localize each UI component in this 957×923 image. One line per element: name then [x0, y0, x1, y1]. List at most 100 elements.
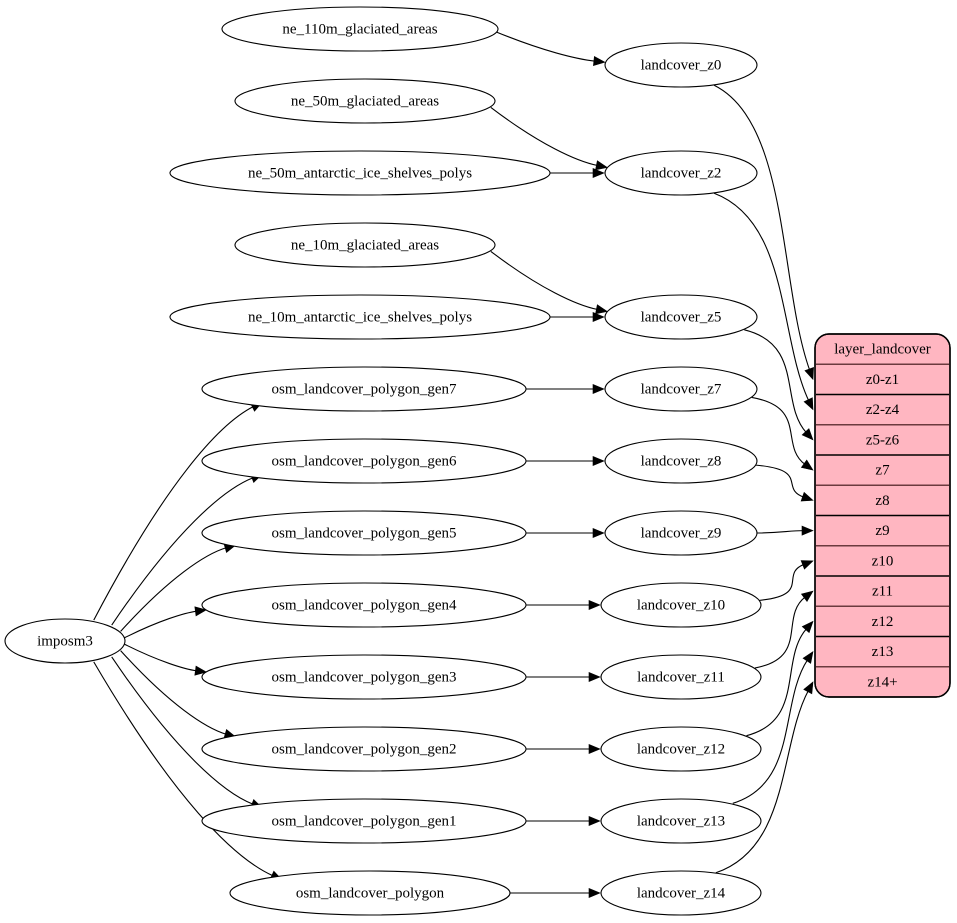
nodes-layer: imposm3 ne_110m_glaciated_areas ne_50m_gla… — [4, 6, 762, 916]
node-shape-ne_10m_glaciated_areas[interactable] — [234, 222, 496, 268]
node-shape-landcover_z12[interactable] — [600, 726, 762, 772]
table-row-z14plus[interactable]: z14+ — [815, 667, 950, 697]
arrowhead-landcover_z13 — [588, 815, 601, 827]
node-osm_landcover_polygon_gen6[interactable]: osm_landcover_polygon_gen6 — [201, 438, 527, 484]
node-shape-landcover_z8[interactable] — [604, 438, 758, 484]
table-row-z11[interactable]: z11 — [815, 576, 950, 606]
node-landcover_z5[interactable]: landcover_z5 — [604, 294, 758, 340]
table-row-hitarea[interactable] — [815, 546, 950, 576]
table-row-hitarea[interactable] — [815, 576, 950, 606]
table-row-z8[interactable]: z8 — [815, 485, 950, 515]
layer-landcover-table: layer_landcoverz0-z1z2-z4z5-z6z7z8z9z10z… — [814, 333, 951, 698]
node-shape-landcover_z14[interactable] — [600, 870, 762, 916]
node-shape-landcover_z11[interactable] — [600, 654, 762, 700]
node-landcover_z0[interactable]: landcover_z0 — [604, 42, 758, 88]
node-ne_10m_antarctic_ice_shelves_polys[interactable]: ne_10m_antarctic_ice_shelves_polys — [169, 294, 551, 340]
node-shape-osm_landcover_polygon_gen3[interactable] — [201, 654, 527, 700]
table-row-hitarea[interactable] — [815, 455, 950, 485]
table-row-hitarea[interactable] — [815, 637, 950, 667]
node-shape-osm_landcover_polygon_gen5[interactable] — [201, 510, 527, 556]
arrowhead-landcover_z2 — [595, 160, 608, 171]
node-imposm3[interactable]: imposm3 — [4, 618, 126, 664]
edge-imposm3-to-osm_landcover_polygon_gen4 — [124, 610, 197, 639]
node-shape-landcover_z5[interactable] — [604, 294, 758, 340]
node-shape-landcover_z9[interactable] — [604, 510, 758, 556]
table-row-z7[interactable]: z7 — [815, 455, 950, 485]
arrowhead-layer_landcover-z14- — [803, 681, 814, 695]
node-shape-osm_landcover_polygon[interactable] — [229, 870, 511, 916]
node-shape-osm_landcover_polygon_gen2[interactable] — [201, 726, 527, 772]
table-row-hitarea[interactable] — [815, 606, 950, 636]
node-landcover_z14[interactable]: landcover_z14 — [600, 870, 762, 916]
table-row-hitarea[interactable] — [815, 364, 950, 394]
table-row-z9[interactable]: z9 — [815, 516, 950, 546]
node-ne_50m_antarctic_ice_shelves_polys[interactable]: ne_50m_antarctic_ice_shelves_polys — [169, 150, 551, 196]
node-shape-osm_landcover_polygon_gen4[interactable] — [201, 582, 527, 628]
table-row-hitarea[interactable] — [815, 395, 950, 425]
edge-landcover_z7-to-layer_landcover-z7 — [751, 396, 806, 466]
node-osm_landcover_polygon_gen4[interactable]: osm_landcover_polygon_gen4 — [201, 582, 527, 628]
node-shape-ne_110m_glaciated_areas[interactable] — [221, 6, 499, 52]
edge-ne_10m_glaciated_areas-to-landcover_z5 — [490, 250, 598, 311]
edge-ne_50m_glaciated_areas-to-landcover_z2 — [490, 106, 598, 167]
node-shape-ne_50m_glaciated_areas[interactable] — [234, 78, 496, 124]
node-landcover_z10[interactable]: landcover_z10 — [600, 582, 762, 628]
table-row-z5-z6[interactable]: z5-z6 — [815, 425, 950, 455]
node-landcover_z11[interactable]: landcover_z11 — [600, 654, 762, 700]
node-landcover_z9[interactable]: landcover_z9 — [604, 510, 758, 556]
edge-ne_110m_glaciated_areas-to-landcover_z0 — [496, 31, 596, 62]
node-osm_landcover_polygon_gen2[interactable]: osm_landcover_polygon_gen2 — [201, 726, 527, 772]
arrowhead-layer_landcover-z11 — [800, 590, 814, 602]
node-shape-ne_50m_antarctic_ice_shelves_polys[interactable] — [169, 150, 551, 196]
table-row-hitarea[interactable] — [815, 485, 950, 515]
table-row-z12[interactable]: z12 — [815, 606, 950, 636]
edge-imposm3-to-osm_landcover_polygon_gen5 — [120, 547, 227, 632]
node-osm_landcover_polygon[interactable]: osm_landcover_polygon — [229, 870, 511, 916]
table-row-z0-z1[interactable]: z0-z1 — [815, 364, 950, 394]
layer-landcover-record[interactable]: layer_landcoverz0-z1z2-z4z5-z6z7z8z9z10z… — [814, 333, 951, 698]
node-osm_landcover_polygon_gen3[interactable]: osm_landcover_polygon_gen3 — [201, 654, 527, 700]
node-shape-osm_landcover_polygon_gen1[interactable] — [201, 798, 527, 844]
node-shape-landcover_z10[interactable] — [600, 582, 762, 628]
node-osm_landcover_polygon_gen1[interactable]: osm_landcover_polygon_gen1 — [201, 798, 527, 844]
arrowhead-landcover_z5 — [595, 304, 608, 315]
node-ne_50m_glaciated_areas[interactable]: ne_50m_glaciated_areas — [234, 78, 496, 124]
edge-imposm3-to-osm_landcover_polygon_gen7 — [93, 405, 255, 621]
node-shape-osm_landcover_polygon_gen6[interactable] — [201, 438, 527, 484]
node-shape-landcover_z2[interactable] — [604, 150, 758, 196]
node-landcover_z7[interactable]: landcover_z7 — [604, 366, 758, 412]
node-shape-landcover_z0[interactable] — [604, 42, 758, 88]
node-shape-ne_10m_antarctic_ice_shelves_polys[interactable] — [169, 294, 551, 340]
node-ne_10m_glaciated_areas[interactable]: ne_10m_glaciated_areas — [234, 222, 496, 268]
edge-landcover_z0-to-layer_landcover-z0-z1 — [713, 84, 811, 371]
arrowhead-landcover_z0 — [593, 55, 606, 67]
node-landcover_z12[interactable]: landcover_z12 — [600, 726, 762, 772]
node-landcover_z2[interactable]: landcover_z2 — [604, 150, 758, 196]
table-row-z2-z4[interactable]: z2-z4 — [815, 395, 950, 425]
node-landcover_z13[interactable]: landcover_z13 — [600, 798, 762, 844]
node-ne_110m_glaciated_areas[interactable]: ne_110m_glaciated_areas — [221, 6, 499, 52]
arrowhead-layer_landcover-z8 — [800, 491, 814, 502]
table-row-hitarea[interactable] — [815, 425, 950, 455]
table-row-hitarea[interactable] — [815, 516, 950, 546]
node-shape-landcover_z13[interactable] — [600, 798, 762, 844]
arrowhead-layer_landcover-z12 — [801, 620, 814, 634]
node-shape-imposm3[interactable] — [4, 618, 126, 664]
table-row-z13[interactable]: z13 — [815, 637, 950, 667]
edge-imposm3-to-osm_landcover_polygon_gen2 — [120, 650, 227, 735]
table-row-z10[interactable]: z10 — [815, 546, 950, 576]
node-osm_landcover_polygon_gen7[interactable]: osm_landcover_polygon_gen7 — [201, 366, 527, 412]
node-osm_landcover_polygon_gen5[interactable]: osm_landcover_polygon_gen5 — [201, 510, 527, 556]
edge-landcover_z10-to-layer_landcover-z10 — [759, 563, 805, 601]
table-row-hitarea[interactable] — [815, 667, 950, 697]
arrowhead-landcover_z10 — [588, 599, 601, 611]
node-landcover_z8[interactable]: landcover_z8 — [604, 438, 758, 484]
node-shape-landcover_z7[interactable] — [604, 366, 758, 412]
arrowhead-landcover_z11 — [588, 671, 601, 683]
node-shape-osm_landcover_polygon_gen7[interactable] — [201, 366, 527, 412]
arrowhead-osm_landcover_polygon_gen4 — [194, 606, 208, 617]
edge-landcover_z8-to-layer_landcover-z8 — [755, 464, 805, 498]
edge-landcover_z5-to-layer_landcover-z5-z6 — [744, 329, 807, 434]
